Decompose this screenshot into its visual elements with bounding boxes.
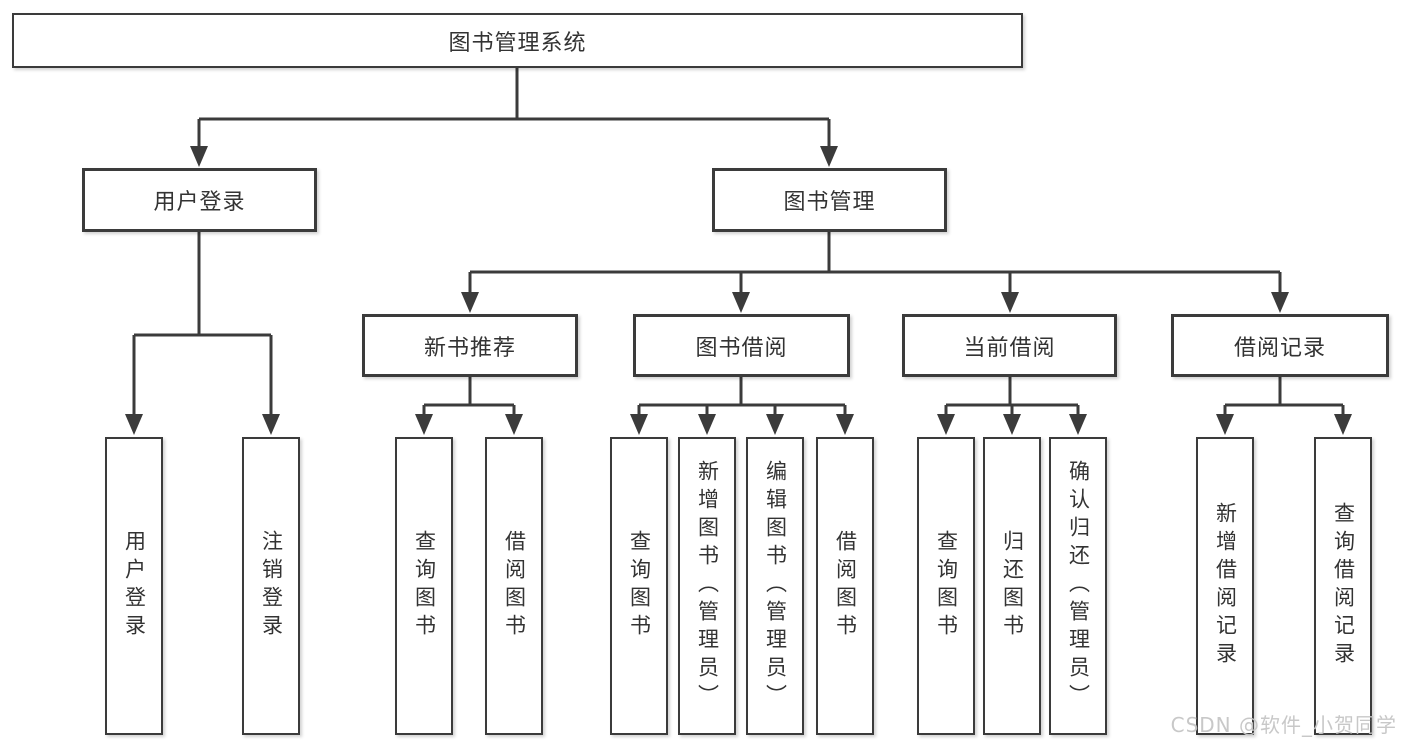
node-book-management-label: 图书管理 [783, 190, 876, 215]
node-leaf-query-book-under-borrow-label: 查询图书 [627, 530, 652, 642]
node-borrow-record: 借阅记录 [1171, 314, 1389, 377]
arrowhead-icon [836, 414, 854, 435]
arrowhead-icon [630, 414, 648, 435]
node-user-login: 用户登录 [82, 168, 317, 232]
node-book-borrow: 图书借阅 [633, 314, 850, 377]
node-leaf-borrow-book-under-recommend: 借阅图书 [485, 437, 543, 735]
connector-userlogin-to-leaves [125, 232, 280, 435]
node-leaf-logout: 注销登录 [242, 437, 300, 735]
node-leaf-logout-label: 注销登录 [259, 530, 284, 642]
node-leaf-add-borrow-record-label: 新增借阅记录 [1213, 502, 1238, 670]
arrowhead-icon [766, 414, 784, 435]
node-leaf-query-book-under-recommend: 查询图书 [395, 437, 453, 735]
node-leaf-add-borrow-record: 新增借阅记录 [1196, 437, 1254, 735]
node-leaf-user-login: 用户登录 [105, 437, 163, 735]
node-leaf-query-book-under-current-label: 查询图书 [934, 530, 959, 642]
arrowhead-icon [1001, 292, 1019, 313]
node-leaf-return-book-label: 归还图书 [1000, 530, 1025, 642]
connector-newbookrec-to-leaves [415, 377, 523, 435]
node-leaf-borrow-book-under-recommend-label: 借阅图书 [502, 530, 527, 642]
node-book-borrow-label: 图书借阅 [695, 335, 788, 361]
node-current-borrow-label: 当前借阅 [963, 335, 1056, 361]
node-leaf-edit-book-admin: 编辑图书（管理员） [746, 437, 804, 735]
node-borrow-record-label: 借阅记录 [1233, 335, 1326, 361]
node-leaf-confirm-return-admin-label: 确认归还（管理员） [1066, 460, 1091, 712]
connector-borrowrecord-to-leaves [1216, 377, 1352, 435]
node-root: 图书管理系统 [12, 13, 1023, 68]
arrowhead-icon [415, 414, 433, 435]
connector-currentborrow-to-leaves [937, 377, 1087, 435]
node-leaf-add-book-admin: 新增图书（管理员） [678, 437, 736, 735]
node-leaf-borrow-book-under-borrow-label: 借阅图书 [833, 530, 858, 642]
connector-bookmgmt-to-level3 [461, 232, 1289, 313]
arrowhead-icon [698, 414, 716, 435]
arrowhead-icon [820, 146, 838, 167]
node-leaf-edit-book-admin-label: 编辑图书（管理员） [763, 460, 788, 712]
connector-root-to-level2 [190, 68, 838, 167]
node-leaf-user-login-label: 用户登录 [122, 530, 147, 642]
node-current-borrow: 当前借阅 [902, 314, 1117, 377]
node-new-book-recommend-label: 新书推荐 [423, 335, 516, 361]
arrowhead-icon [262, 414, 280, 435]
connector-bookborrow-to-leaves [630, 377, 854, 435]
arrowhead-icon [461, 292, 479, 313]
node-leaf-query-book-under-current: 查询图书 [917, 437, 975, 735]
arrowhead-icon [1003, 414, 1021, 435]
node-leaf-query-book-under-recommend-label: 查询图书 [412, 530, 437, 642]
arrowhead-icon [937, 414, 955, 435]
node-new-book-recommend: 新书推荐 [362, 314, 578, 377]
csdn-watermark: CSDN @软件_小贺同学 [1170, 713, 1397, 737]
node-leaf-query-borrow-record: 查询借阅记录 [1314, 437, 1372, 735]
arrowhead-icon [1334, 414, 1352, 435]
arrowhead-icon [190, 146, 208, 167]
node-book-management: 图书管理 [712, 168, 947, 232]
arrowhead-icon [1271, 292, 1289, 313]
node-leaf-return-book: 归还图书 [983, 437, 1041, 735]
arrowhead-icon [1216, 414, 1234, 435]
node-user-login-label: 用户登录 [153, 190, 246, 215]
arrowhead-icon [125, 414, 143, 435]
node-leaf-query-book-under-borrow: 查询图书 [610, 437, 668, 735]
node-leaf-query-borrow-record-label: 查询借阅记录 [1331, 502, 1356, 670]
arrowhead-icon [1069, 414, 1087, 435]
arrowhead-icon [732, 292, 750, 313]
node-root-label: 图书管理系统 [448, 30, 587, 56]
node-leaf-borrow-book-under-borrow: 借阅图书 [816, 437, 874, 735]
node-leaf-confirm-return-admin: 确认归还（管理员） [1049, 437, 1107, 735]
arrowhead-icon [505, 414, 523, 435]
node-leaf-add-book-admin-label: 新增图书（管理员） [695, 460, 720, 712]
